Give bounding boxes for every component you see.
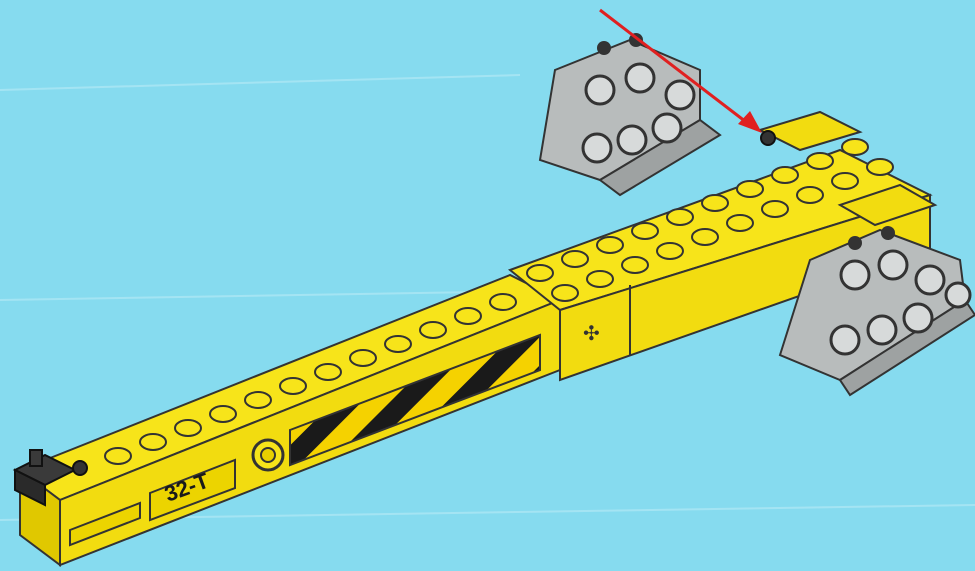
cross-hole-mark: ✣ [583, 323, 600, 345]
technic-liftarm-top [540, 33, 720, 195]
tip-pin [73, 461, 87, 475]
connector-pin [761, 131, 775, 145]
